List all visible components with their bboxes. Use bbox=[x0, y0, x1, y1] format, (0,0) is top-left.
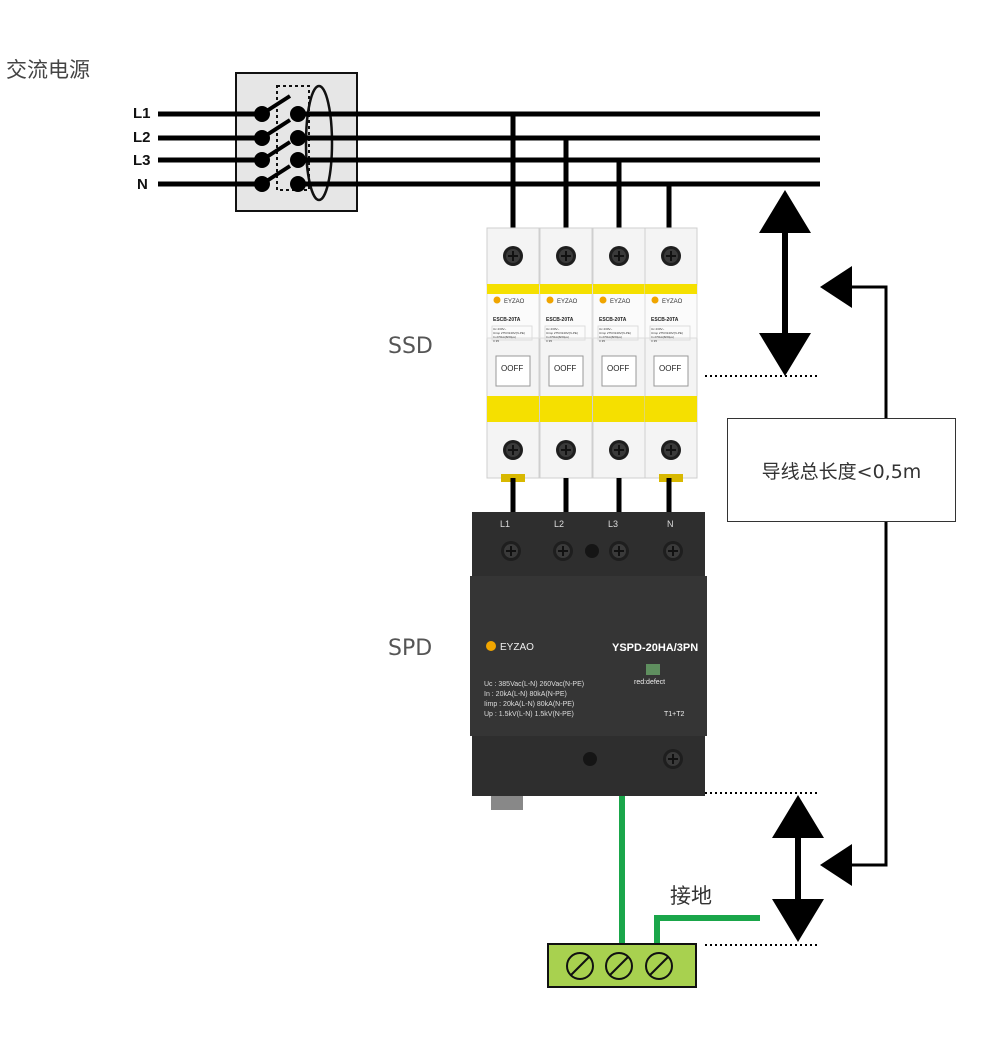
spd-spec-up: Up : 1.5kV(L-N) 1.5kV(N-PE) bbox=[484, 711, 574, 718]
svg-text:OOFF: OOFF bbox=[501, 364, 523, 373]
ssd-breakers: EYZAO ESCB-20TA OOFF EYZAO ESCB-20TA OOF… bbox=[486, 227, 698, 482]
phase-label-l1: L1 bbox=[133, 105, 151, 122]
spd-terminal-l2: L2 bbox=[554, 519, 564, 529]
svg-text:ESCB-20TA: ESCB-20TA bbox=[493, 317, 521, 323]
spd-brand: EYZAO bbox=[500, 642, 534, 653]
ssd-4-spec-0: Uc 230V~ bbox=[651, 327, 665, 331]
ssd-label: SSD bbox=[388, 334, 433, 359]
spd-model: YSPD-20HA/3PN bbox=[612, 642, 698, 654]
isolator-contacts bbox=[254, 94, 306, 192]
spd-type-badge: T1+T2 bbox=[664, 711, 685, 718]
svg-text:EYZAO: EYZAO bbox=[662, 299, 683, 305]
spd-terminal-l1: L1 bbox=[500, 519, 510, 529]
spd-device bbox=[470, 512, 707, 810]
ground-label: 接地 bbox=[670, 884, 712, 908]
ssd-4-spec-3: Ir 35 bbox=[651, 339, 657, 343]
svg-text:ESCB-20TA: ESCB-20TA bbox=[546, 317, 574, 323]
length-double-arrow-top bbox=[759, 190, 811, 376]
svg-text:ESCB-20TA: ESCB-20TA bbox=[599, 317, 627, 323]
wire-length-note: 导线总长度<0,5m bbox=[727, 418, 956, 522]
ssd-1-spec-0: Uc 230V~ bbox=[493, 327, 507, 331]
svg-text:OOFF: OOFF bbox=[554, 364, 576, 373]
svg-text:EYZAO: EYZAO bbox=[610, 299, 631, 305]
spd-spec-in: In : 20kA(L-N) 80kA(N-PE) bbox=[484, 691, 567, 698]
ground-terminal-block bbox=[547, 943, 697, 988]
ssd-1-spec-2: In 270kA(8/20μs) bbox=[493, 335, 516, 339]
svg-text:OOFF: OOFF bbox=[607, 364, 629, 373]
ssd-feed-wires bbox=[510, 114, 672, 236]
ssd-2-spec-0: Uc 230V~ bbox=[546, 327, 560, 331]
ssd-3-spec-1: Uimp 275V/240V(N-PE) bbox=[599, 331, 631, 335]
spd-terminal-l3: L3 bbox=[608, 519, 618, 529]
svg-text:EYZAO: EYZAO bbox=[504, 299, 525, 305]
reference-dotted-lines bbox=[705, 375, 820, 946]
ssd-1-spec-1: Uimp 275V/240V(N-PE) bbox=[493, 331, 525, 335]
length-bracket bbox=[820, 266, 888, 886]
length-double-arrow-bottom bbox=[772, 795, 824, 942]
ssd-spd-wires bbox=[510, 478, 672, 515]
phase-label-l2: L2 bbox=[133, 129, 151, 146]
ssd-3-spec-3: Ir 35 bbox=[599, 339, 605, 343]
svg-text:OOFF: OOFF bbox=[659, 364, 681, 373]
ac-source-title: 交流电源 bbox=[6, 58, 90, 82]
spd-indicator: red:defect bbox=[634, 679, 665, 686]
spd-texts: L1 L2 L3 N EYZAO YSPD-20HA/3PN red:defec… bbox=[484, 519, 698, 718]
ssd-2-spec-3: Ir 35 bbox=[546, 339, 552, 343]
ssd-3-spec-2: In 270kA(8/20μs) bbox=[599, 335, 622, 339]
spd-spec-iimp: Iimp : 20kA(L-N) 80kA(N-PE) bbox=[484, 701, 574, 708]
ssd-3-spec-0: Uc 230V~ bbox=[599, 327, 613, 331]
spd-terminal-n: N bbox=[667, 519, 674, 529]
ssd-texts: Uc 230V~Uimp 275V/240V(N-PE)In 270kA(8/2… bbox=[493, 327, 683, 343]
ssd-2-spec-2: In 270kA(8/20μs) bbox=[546, 335, 569, 339]
spd-spec-uc: Uc : 385Vac(L-N) 260Vac(N-PE) bbox=[484, 681, 584, 688]
ground-wires bbox=[619, 796, 760, 944]
ssd-4-spec-2: In 270kA(8/20μs) bbox=[651, 335, 674, 339]
phase-label-n: N bbox=[137, 176, 148, 193]
ssd-1-spec-3: Ir 35 bbox=[493, 339, 499, 343]
ssd-4-spec-1: Uimp 275V/240V(N-PE) bbox=[651, 331, 683, 335]
svg-text:EYZAO: EYZAO bbox=[557, 299, 578, 305]
phase-label-l3: L3 bbox=[133, 152, 151, 169]
spd-label: SPD bbox=[388, 636, 433, 661]
svg-text:ESCB-20TA: ESCB-20TA bbox=[651, 317, 679, 323]
ssd-2-spec-1: Uimp 275V/240V(N-PE) bbox=[546, 331, 578, 335]
busbars bbox=[298, 111, 820, 187]
input-wires bbox=[158, 111, 262, 187]
